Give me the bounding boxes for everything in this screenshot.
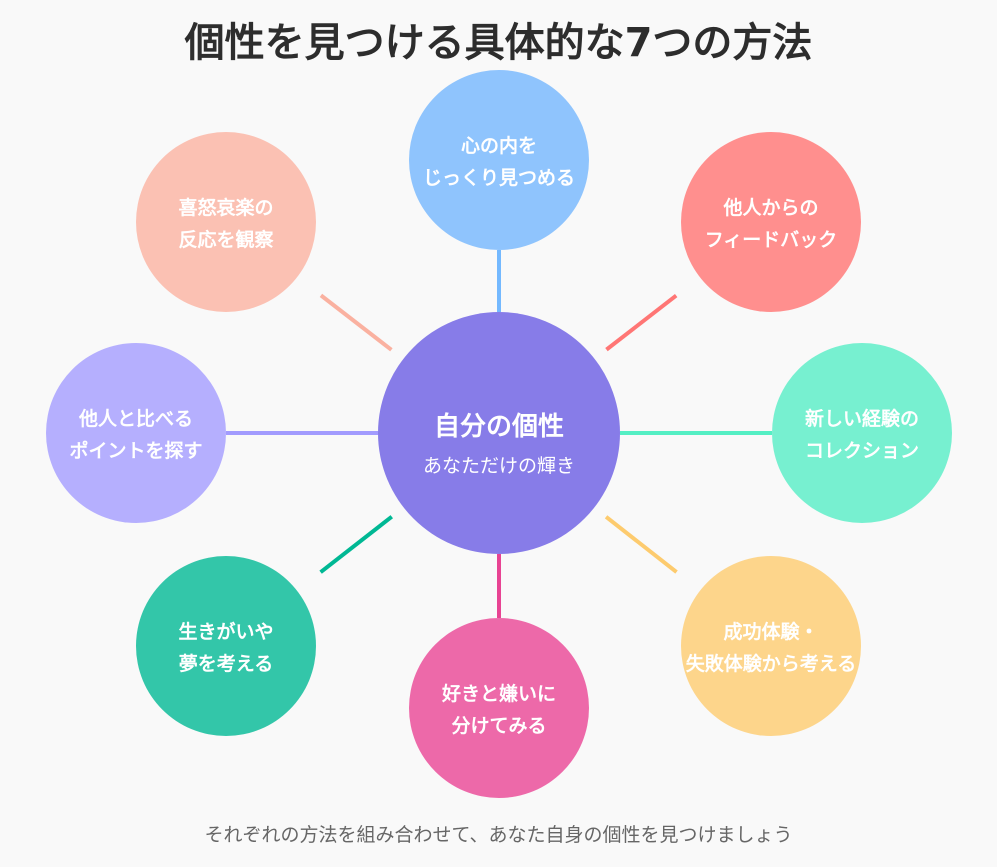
node-label: 他人からの: [722, 196, 818, 219]
node-bottom-right: 成功体験・失敗体験から考える: [681, 556, 861, 736]
node-circle: [409, 618, 589, 798]
center-subtitle: あなただけの輝き: [423, 455, 575, 477]
node-label: 反応を観察: [178, 228, 274, 251]
node-label: 失敗体験から考える: [686, 652, 856, 675]
node-circle: [409, 70, 589, 250]
connector-top-left: [319, 293, 393, 352]
connector-top-right: [605, 293, 678, 352]
node-label: ポイントを探す: [69, 439, 202, 462]
node-label: 他人と比べる: [78, 407, 193, 430]
node-label: 成功体験・: [723, 620, 818, 643]
node-label: 夢を考える: [179, 653, 273, 675]
node-label: 喜怒哀楽の: [178, 196, 273, 219]
node-label: 生きがいや: [178, 620, 273, 643]
connector-bottom-right: [604, 515, 678, 574]
center-title: 自分の個性: [434, 411, 564, 442]
node-circle: [136, 132, 316, 312]
node-circle: [136, 556, 316, 736]
footer-caption: それぞれの方法を組み合わせて、あなた自身の個性を見つけましょう: [204, 824, 793, 846]
node-circle: [772, 343, 952, 523]
page-title: 個性を見つける具体的な7つの方法: [184, 20, 813, 66]
connector-bottom-left: [319, 515, 394, 574]
node-label: 新しい経験の: [805, 407, 919, 430]
node-label: 心の内を: [461, 134, 537, 157]
node-circle: [681, 556, 861, 736]
center-circle: [378, 312, 620, 554]
node-circle: [681, 132, 861, 312]
node-label: コレクション: [805, 440, 919, 462]
node-label: じっくり見つめる: [423, 167, 575, 189]
node-label: フィードバック: [705, 229, 838, 251]
node-circle: [46, 343, 226, 523]
node-label: 分けてみる: [451, 715, 546, 737]
node-label: 好きと嫌いに: [441, 682, 556, 705]
